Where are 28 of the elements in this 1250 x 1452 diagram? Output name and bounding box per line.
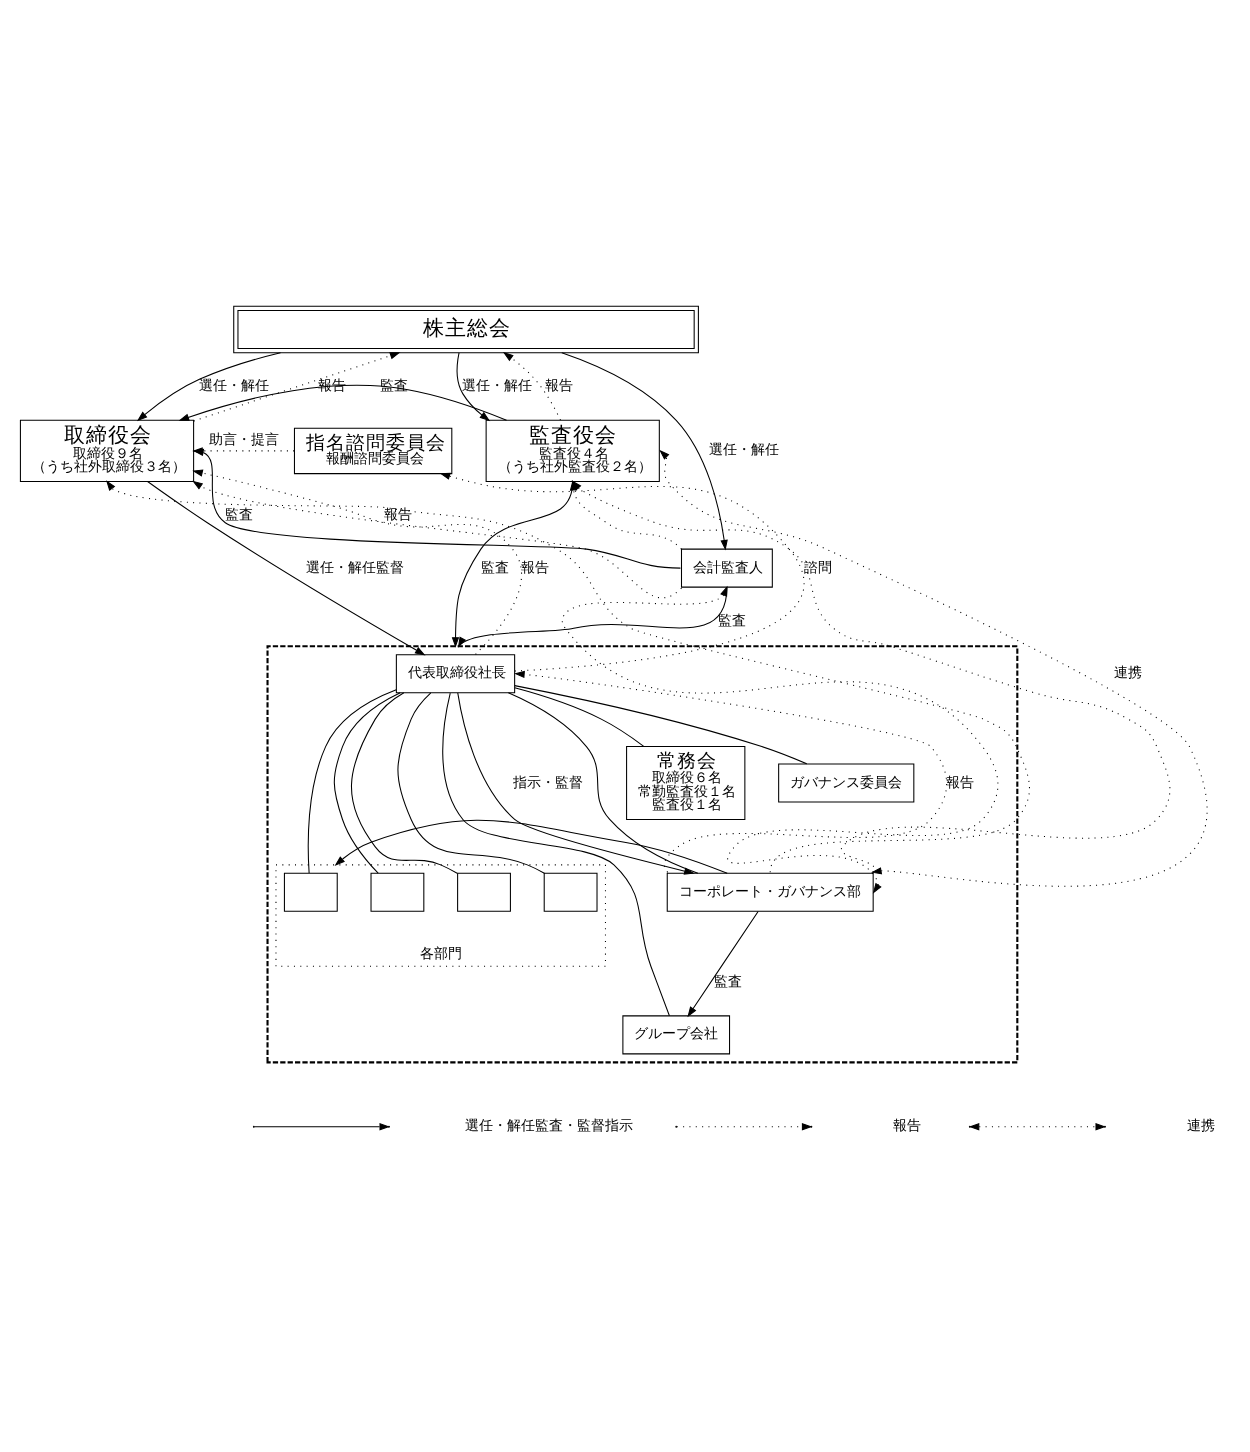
arrow bbox=[514, 670, 948, 873]
arrow bbox=[687, 910, 759, 1018]
arrow bbox=[561, 585, 999, 894]
node-box bbox=[283, 872, 338, 912]
connector bbox=[507, 692, 699, 874]
arrow bbox=[193, 352, 401, 422]
arrow bbox=[334, 819, 728, 874]
node-box bbox=[457, 872, 511, 912]
connector bbox=[333, 692, 401, 874]
node-box bbox=[543, 872, 598, 912]
node-box bbox=[370, 872, 425, 912]
arrow bbox=[659, 449, 1206, 887]
arrow bbox=[502, 351, 562, 421]
connector bbox=[307, 689, 397, 874]
connector bbox=[514, 685, 808, 765]
arrow bbox=[136, 352, 282, 422]
connector bbox=[514, 687, 645, 747]
arrow bbox=[147, 481, 426, 656]
arrow bbox=[457, 586, 728, 648]
connector bbox=[442, 692, 670, 1017]
arrow bbox=[457, 692, 695, 875]
connector bbox=[351, 692, 458, 874]
arrow bbox=[561, 352, 728, 551]
arrow bbox=[439, 472, 804, 672]
arrow bbox=[178, 384, 508, 421]
arrow bbox=[192, 469, 523, 655]
connector bbox=[397, 692, 545, 874]
arrow bbox=[456, 352, 491, 422]
